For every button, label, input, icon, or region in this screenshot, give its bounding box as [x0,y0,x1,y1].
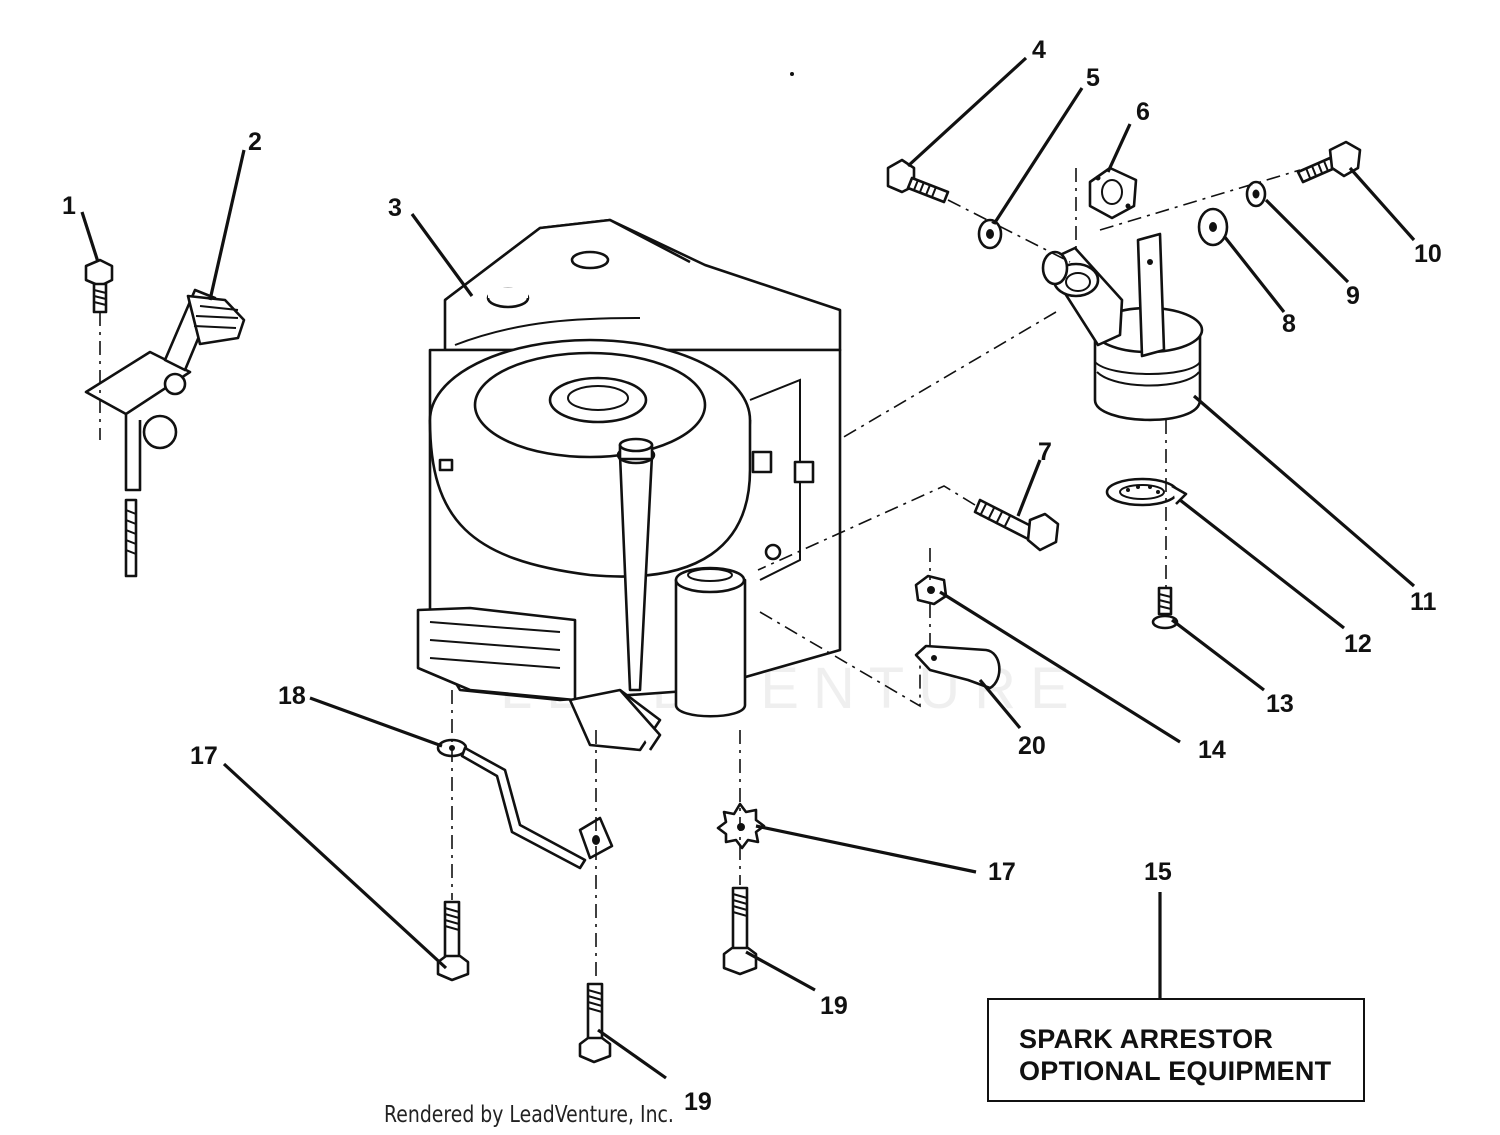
callout-17-right: 17 [988,858,1016,886]
note-line-1: SPARK ARRESTOR [1019,1024,1274,1054]
callout-19-right: 19 [820,992,848,1020]
part-20-clip[interactable] [914,644,1001,690]
callout-10: 10 [1414,240,1442,268]
callout-9: 9 [1346,282,1360,310]
callout-5: 5 [1086,64,1100,92]
part-14-nut[interactable] [914,574,948,606]
part-17-bolt[interactable] [436,900,470,982]
callout-12: 12 [1344,630,1372,658]
part-2-throttle-control[interactable] [84,288,246,578]
part-11-muffler[interactable] [1041,232,1204,422]
callout-4: 4 [1032,36,1046,64]
leader-lines [80,56,1416,1080]
part-19-bolt-left[interactable] [578,982,612,1064]
part-8-washer[interactable] [1197,207,1229,247]
note-line-2: OPTIONAL EQUIPMENT [1019,1056,1332,1086]
callout-1: 1 [62,192,76,220]
callout-2: 2 [248,128,262,156]
part-1-bolt[interactable] [84,258,114,314]
callout-13: 13 [1266,690,1294,718]
callout-19-bottom: 19 [684,1088,712,1116]
part-5-washer[interactable] [977,218,1003,250]
spark-arrestor-note: SPARK ARRESTOR OPTIONAL EQUIPMENT [987,998,1365,1102]
callout-20: 20 [1018,732,1046,760]
part-18-bracket[interactable] [436,738,614,870]
part-6-gasket[interactable] [1088,166,1138,220]
callout-18: 18 [278,682,306,710]
callout-14: 14 [1198,736,1226,764]
alignment-lines [99,168,1301,980]
part-7-bolt[interactable] [973,498,1060,552]
part-3-engine[interactable] [416,218,842,752]
part-12-spark-arrestor[interactable] [1105,477,1188,507]
part-17-lock-washer[interactable] [716,802,766,850]
part-4-bolt[interactable] [886,158,950,204]
callout-7: 7 [1038,438,1052,466]
render-credit: Rendered by LeadVenture, Inc. [384,1102,674,1128]
callout-numbers: 1 2 3 4 5 6 7 8 9 10 11 12 13 14 15 17 1… [62,36,1442,1116]
part-10-bolt[interactable] [1296,140,1362,184]
callout-11: 11 [1410,588,1437,616]
part-13-screw[interactable] [1151,586,1179,630]
part-9-lock-washer[interactable] [1245,180,1267,208]
callout-17-left: 17 [190,742,218,770]
callout-15: 15 [1144,858,1172,886]
callout-3: 3 [388,194,402,222]
part-19-bolt-right[interactable] [722,886,758,976]
callout-8: 8 [1282,310,1296,338]
callout-6: 6 [1136,98,1150,126]
